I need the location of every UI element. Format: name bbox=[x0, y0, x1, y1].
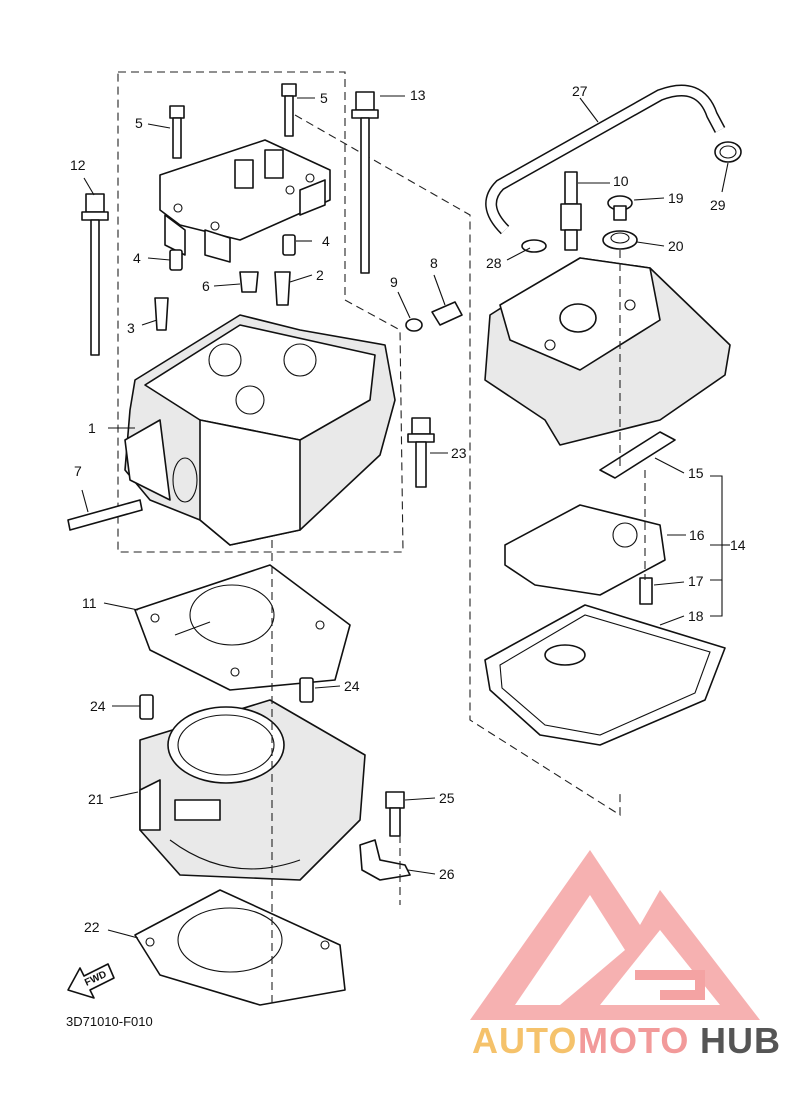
plug-8 bbox=[431, 301, 463, 326]
callout-27: 27 bbox=[572, 83, 588, 99]
callout-8: 8 bbox=[430, 255, 438, 271]
callout-7: 7 bbox=[74, 463, 82, 479]
callout-5-left: 5 bbox=[135, 115, 143, 131]
callout-29: 29 bbox=[710, 197, 726, 213]
cover-gasket-18 bbox=[484, 604, 726, 746]
callout-1: 1 bbox=[88, 420, 96, 436]
cover-reference-dashed bbox=[294, 114, 621, 816]
breather-hose-27 bbox=[485, 84, 726, 235]
watermark-moto: MOTO bbox=[578, 1020, 689, 1061]
callout-2: 2 bbox=[316, 267, 324, 283]
base-gasket-22 bbox=[134, 889, 346, 1006]
callout-19: 19 bbox=[668, 190, 684, 206]
guide-2 bbox=[274, 271, 291, 306]
fwd-arrow-icon: FWD bbox=[67, 963, 115, 999]
breather-hose-27-inner bbox=[486, 86, 724, 234]
plate-15 bbox=[599, 431, 676, 479]
valve-cover bbox=[484, 257, 731, 446]
dowel-24-left bbox=[139, 694, 154, 720]
callout-13: 13 bbox=[410, 87, 426, 103]
callout-14: 14 bbox=[730, 537, 746, 553]
callout-4-right: 4 bbox=[322, 233, 330, 249]
callout-21: 21 bbox=[88, 791, 104, 807]
head-gasket-11 bbox=[134, 564, 351, 691]
grommet-20 bbox=[602, 230, 638, 250]
callout-26: 26 bbox=[439, 866, 455, 882]
bolt-13 bbox=[351, 91, 379, 274]
dowel-4-right bbox=[282, 234, 296, 256]
callout-15: 15 bbox=[688, 465, 704, 481]
assembly-boundary-dashed bbox=[117, 71, 404, 553]
callout-24-left: 24 bbox=[90, 698, 106, 714]
callout-20: 20 bbox=[668, 238, 684, 254]
washer-9 bbox=[405, 318, 423, 332]
watermark-text: AUTO MOTO HUB bbox=[472, 1020, 781, 1061]
bolt-5-left bbox=[169, 105, 185, 159]
bolt-17 bbox=[639, 577, 653, 605]
bolt-23 bbox=[407, 417, 435, 488]
gasket-16-hole bbox=[612, 522, 638, 548]
callout-6: 6 bbox=[202, 278, 210, 294]
watermark-hub: HUB bbox=[700, 1020, 781, 1061]
callout-labels: 1 2 3 4 4 5 5 6 7 9 8 10 11 12 13 14 15 … bbox=[70, 83, 746, 935]
bolt-19 bbox=[607, 195, 633, 221]
cylinder-head bbox=[124, 314, 396, 546]
watermark-logo-icon bbox=[470, 850, 760, 1020]
dowel-24-right bbox=[299, 677, 314, 703]
dowel-4-left bbox=[169, 249, 183, 271]
callout-10: 10 bbox=[613, 173, 629, 189]
bolt-12 bbox=[81, 193, 109, 356]
guide-3 bbox=[154, 297, 169, 331]
bracket-26 bbox=[359, 839, 411, 881]
callout-24-right: 24 bbox=[344, 678, 360, 694]
callout-23: 23 bbox=[451, 445, 467, 461]
spark-plug-10 bbox=[560, 171, 582, 251]
callout-25: 25 bbox=[439, 790, 455, 806]
callout-22: 22 bbox=[84, 919, 100, 935]
callout-11: 11 bbox=[82, 595, 97, 611]
watermark-auto: AUTO bbox=[472, 1020, 577, 1061]
gasket-16 bbox=[504, 504, 666, 596]
callout-9: 9 bbox=[390, 274, 398, 290]
callout-3: 3 bbox=[127, 320, 135, 336]
callout-28: 28 bbox=[486, 255, 502, 271]
stud-7 bbox=[67, 499, 143, 531]
bolt-5-right bbox=[281, 83, 297, 137]
callout-16: 16 bbox=[689, 527, 705, 543]
callout-12: 12 bbox=[70, 157, 86, 173]
plug-6 bbox=[239, 271, 259, 293]
callout-5-right: 5 bbox=[320, 90, 328, 106]
cylinder-21 bbox=[139, 699, 366, 881]
callout-18: 18 bbox=[688, 608, 704, 624]
camshaft-cap bbox=[159, 139, 331, 263]
bolt-25 bbox=[385, 791, 405, 837]
leader-lines bbox=[81, 95, 730, 1005]
diagram-code: 3D71010-F010 bbox=[66, 1014, 153, 1029]
clamp-29 bbox=[714, 141, 742, 163]
callout-4-left: 4 bbox=[133, 250, 141, 266]
callout-17: 17 bbox=[688, 573, 704, 589]
